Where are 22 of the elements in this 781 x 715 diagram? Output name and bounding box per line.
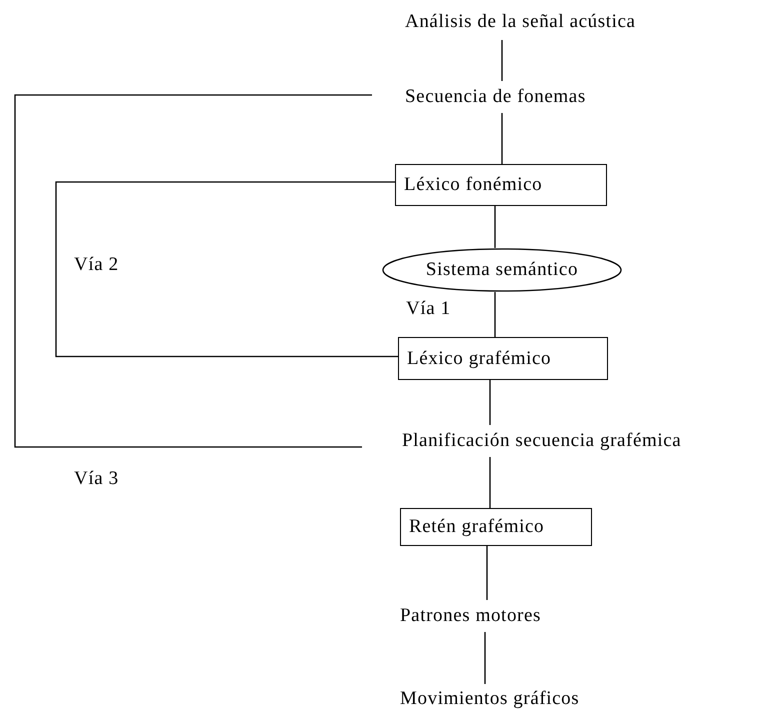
connector-line bbox=[494, 292, 496, 337]
process-box bbox=[395, 164, 607, 206]
connector-line bbox=[486, 546, 488, 600]
stage-label: Patrones motores bbox=[400, 605, 541, 627]
bracket-connector bbox=[14, 94, 372, 448]
stage-label: Secuencia de fonemas bbox=[405, 86, 586, 108]
connector-line bbox=[484, 632, 486, 684]
connector-line bbox=[501, 40, 503, 81]
node-label: Retén grafémico bbox=[409, 516, 544, 538]
connector-line bbox=[494, 206, 496, 248]
connector-line bbox=[489, 457, 491, 508]
stage-label: Análisis de la señal acústica bbox=[405, 11, 636, 33]
node-label: Sistema semántico bbox=[426, 259, 578, 281]
node-label: Léxico grafémico bbox=[407, 348, 552, 370]
connector-line bbox=[489, 380, 491, 425]
process-box bbox=[400, 508, 592, 546]
connector-line bbox=[501, 113, 503, 164]
bracket-connector bbox=[55, 181, 398, 358]
stage-label: Planificación secuencia grafémica bbox=[402, 430, 682, 452]
stage-label: Movimientos gráficos bbox=[400, 688, 580, 710]
process-box bbox=[398, 337, 608, 380]
node-label: Léxico fonémico bbox=[404, 174, 542, 196]
